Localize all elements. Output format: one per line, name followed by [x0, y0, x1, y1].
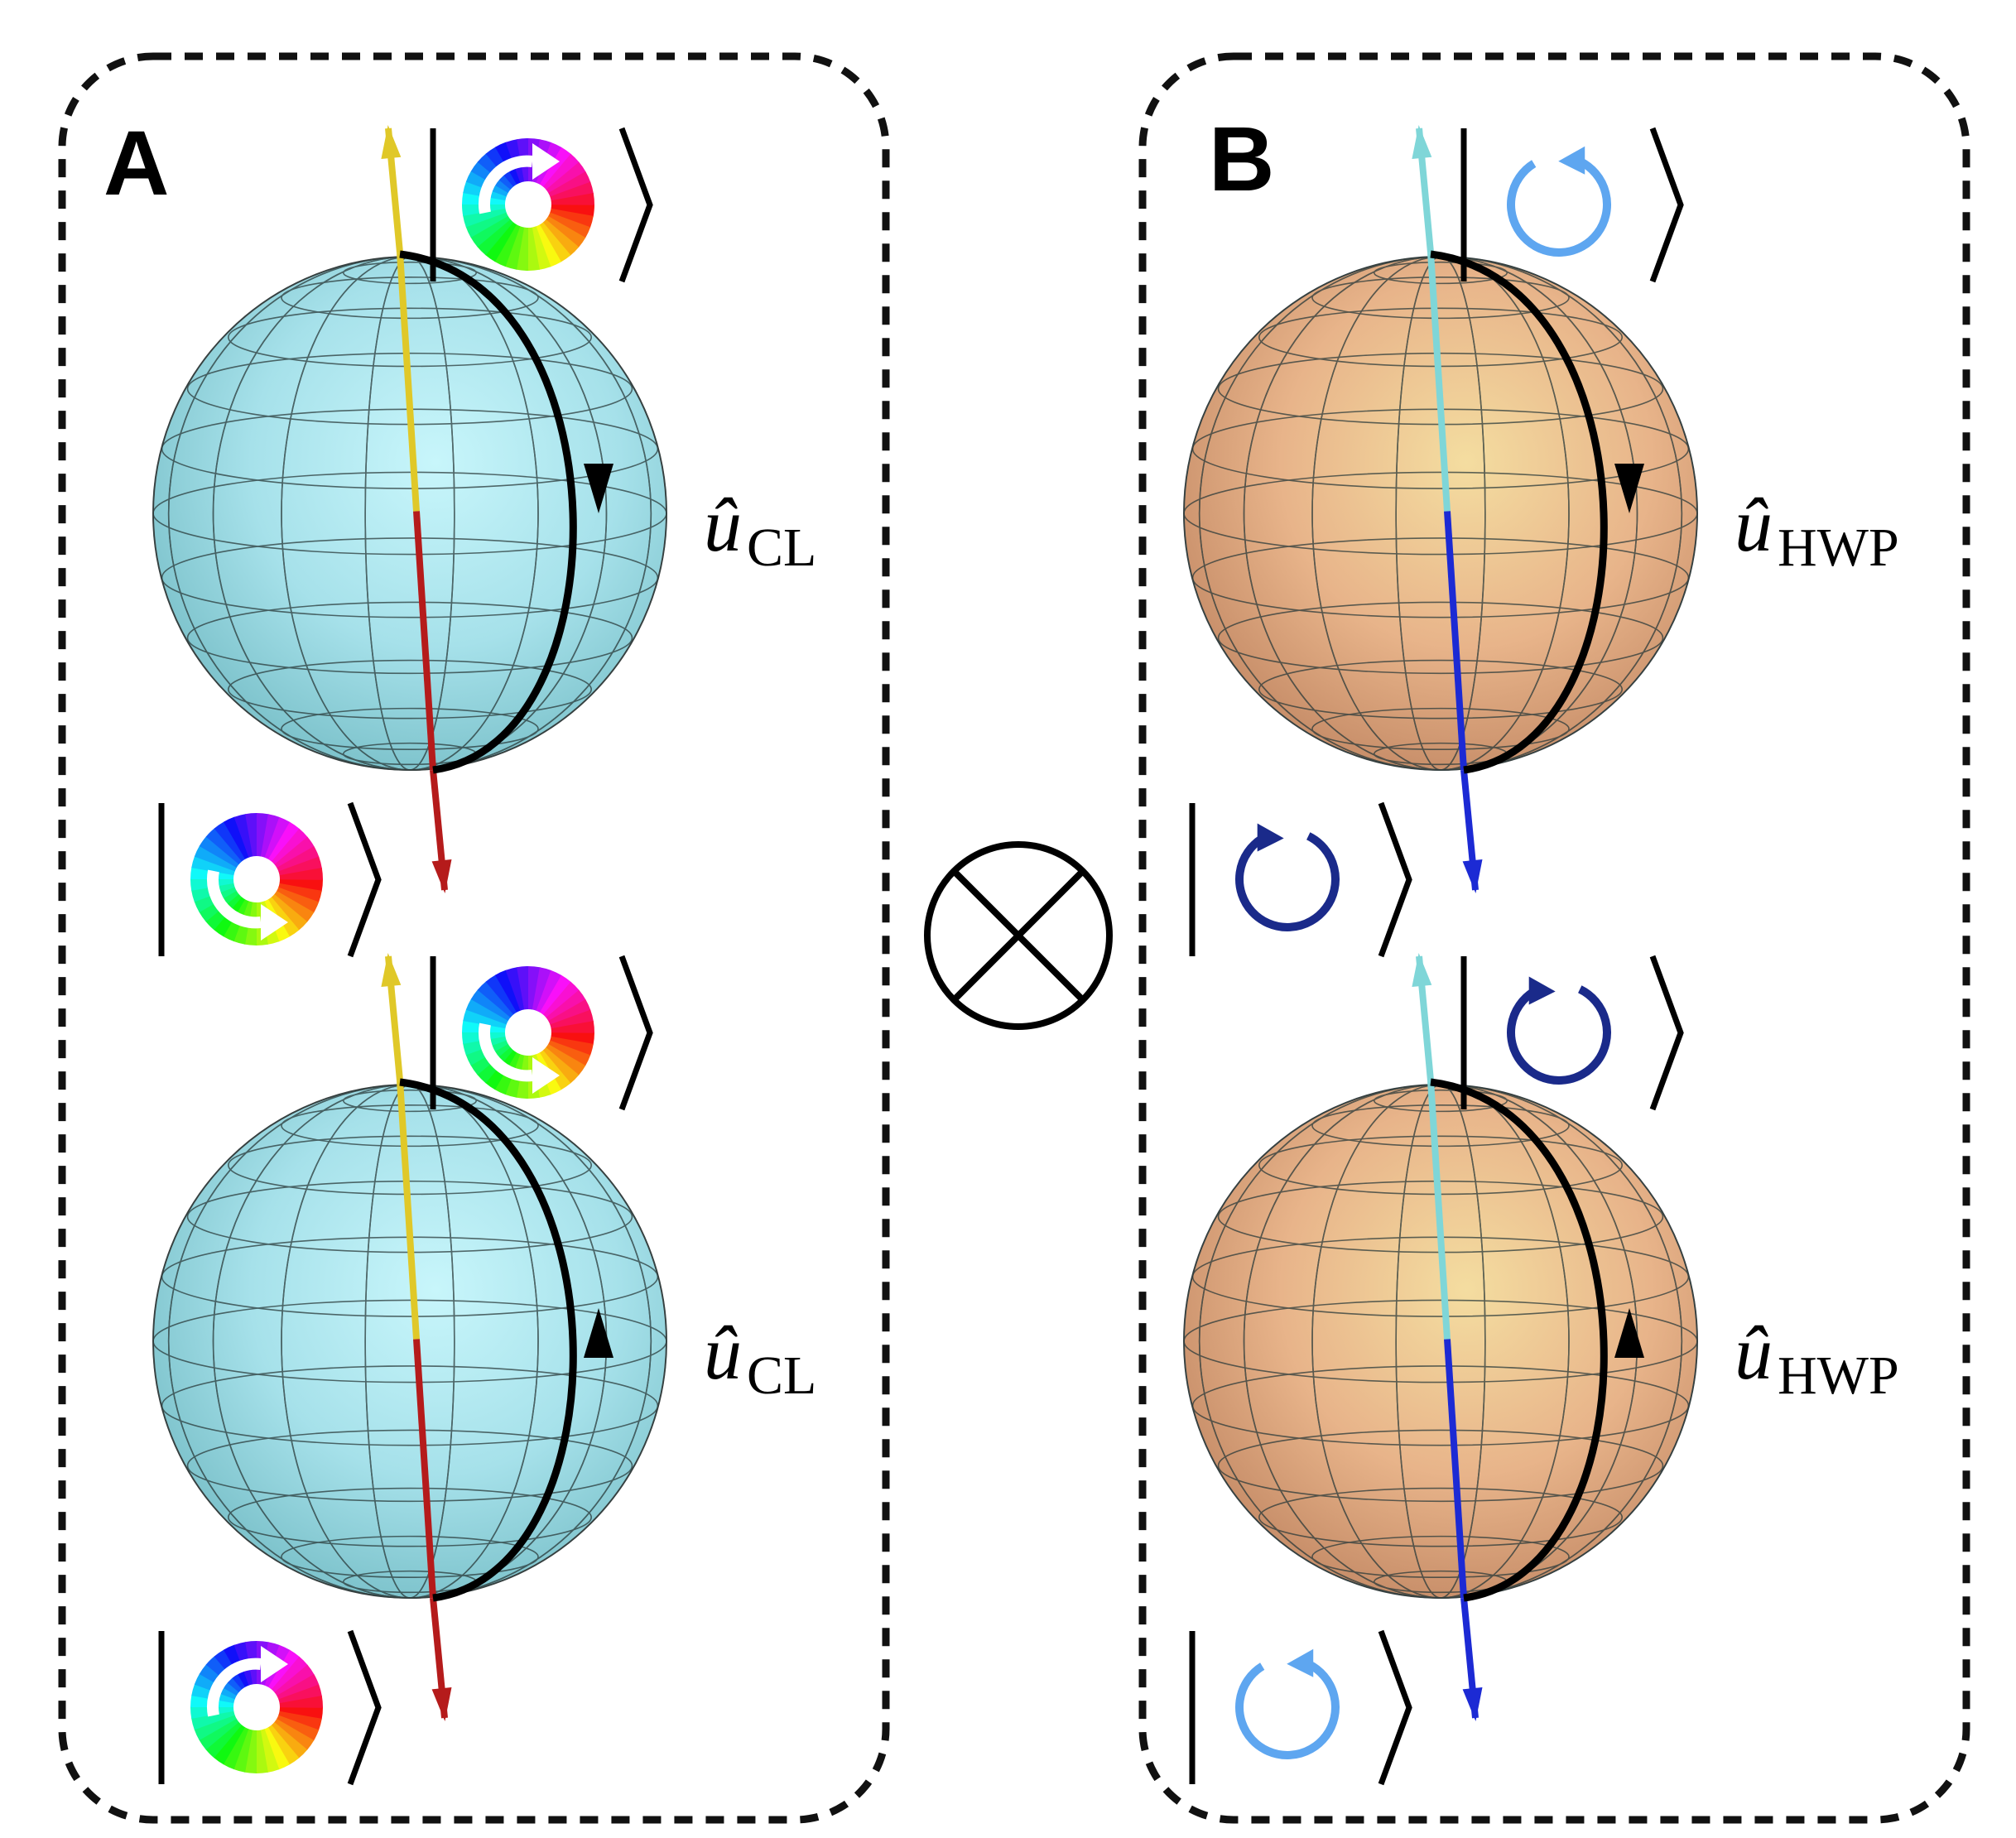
panel-b-frame — [1138, 52, 1970, 1824]
axis-lower — [1444, 511, 1467, 771]
oam-donut-icon — [190, 1641, 324, 1773]
oam-donut-icon — [462, 138, 594, 271]
axis-lower — [413, 1339, 436, 1599]
axis-label: û — [704, 483, 742, 567]
axis-label: û — [704, 1311, 742, 1395]
axis-upper — [397, 1080, 420, 1340]
axis-down-arrow — [430, 769, 452, 893]
axis-down-arrow — [430, 1597, 452, 1721]
panel-a-frame — [58, 52, 890, 1824]
axis-upper — [1427, 1080, 1451, 1340]
axis-up-arrow — [381, 125, 403, 253]
axis-upper — [1427, 252, 1451, 512]
ket-bracket — [430, 955, 653, 1111]
circular-arrow-icon — [1507, 146, 1611, 257]
axis-upper — [397, 252, 420, 512]
ket-bracket — [1189, 1629, 1412, 1786]
panel-a-label: A — [103, 113, 169, 214]
oam-donut-icon — [190, 813, 323, 945]
arc-direction-arrow — [1614, 1308, 1644, 1358]
ket-bracket — [158, 1629, 382, 1786]
axis-label: û — [1735, 483, 1773, 567]
axis-label-subscript: HWP — [1778, 517, 1899, 578]
arc-direction-arrow — [584, 464, 613, 513]
rotation-arc — [399, 250, 577, 774]
ket-bracket — [430, 127, 653, 283]
rotation-arc — [1430, 250, 1608, 774]
ket-bracket — [1189, 801, 1412, 958]
arc-direction-arrow — [584, 1308, 613, 1358]
axis-label-subscript: CL — [747, 1345, 816, 1406]
axis-down-arrow — [1460, 1597, 1483, 1721]
rotation-arc — [399, 1078, 577, 1602]
tensor-product-icon — [924, 841, 1113, 1030]
axis-up-arrow — [1412, 953, 1434, 1081]
axis-down-arrow — [1460, 769, 1483, 893]
axis-label-subscript: HWP — [1778, 1345, 1899, 1406]
circular-arrow-icon — [1235, 1648, 1340, 1759]
axis-up-arrow — [1412, 125, 1434, 253]
axis-label: û — [1735, 1311, 1773, 1395]
axis-label-subscript: CL — [747, 517, 816, 578]
oam-donut-icon — [462, 966, 594, 1099]
ket-bracket — [1460, 955, 1684, 1111]
circular-arrow-icon — [1507, 976, 1611, 1085]
sphere-grid — [1183, 1084, 1698, 1599]
axis-up-arrow — [381, 953, 403, 1081]
axis-lower — [413, 511, 436, 771]
arc-direction-arrow — [1614, 464, 1644, 513]
ket-bracket — [1460, 127, 1684, 283]
circular-arrow-icon — [1235, 823, 1340, 931]
rotation-arc — [1430, 1078, 1608, 1602]
axis-lower — [1444, 1339, 1467, 1599]
ket-bracket — [158, 801, 382, 958]
panel-b-label: B — [1209, 108, 1274, 210]
